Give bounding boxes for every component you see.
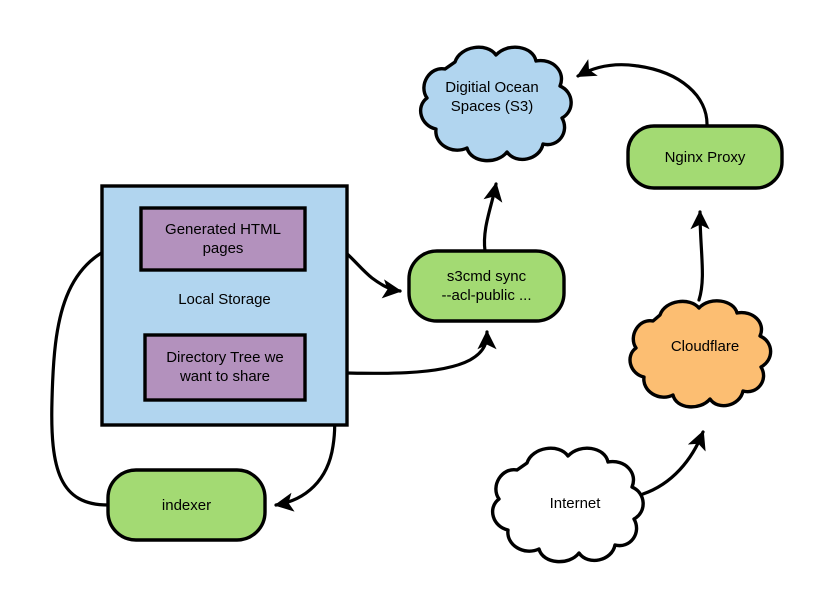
node-nginx-proxy[interactable] [626, 124, 784, 190]
edge-s3cmd-to-do-spaces [482, 182, 503, 253]
cloud-shape [418, 45, 573, 163]
cloud-shape [628, 299, 773, 409]
node-cloudflare[interactable] [628, 299, 773, 409]
node-indexer[interactable] [106, 468, 267, 542]
cloud-shape [490, 446, 645, 564]
edge-cloudflare-to-nginx [690, 210, 710, 302]
node-s3cmd-sync[interactable] [407, 249, 566, 323]
edge-nginx-to-do-spaces [576, 59, 709, 128]
edge-internet-to-cloudflare [641, 430, 706, 496]
edge-indexer-to-html [50, 235, 134, 507]
node-do-spaces[interactable] [418, 45, 573, 163]
node-internet[interactable] [490, 446, 645, 564]
node-generated-html-pages[interactable] [139, 206, 307, 272]
node-directory-tree[interactable] [143, 333, 307, 402]
edge-dirtree-to-s3cmd [303, 330, 497, 375]
